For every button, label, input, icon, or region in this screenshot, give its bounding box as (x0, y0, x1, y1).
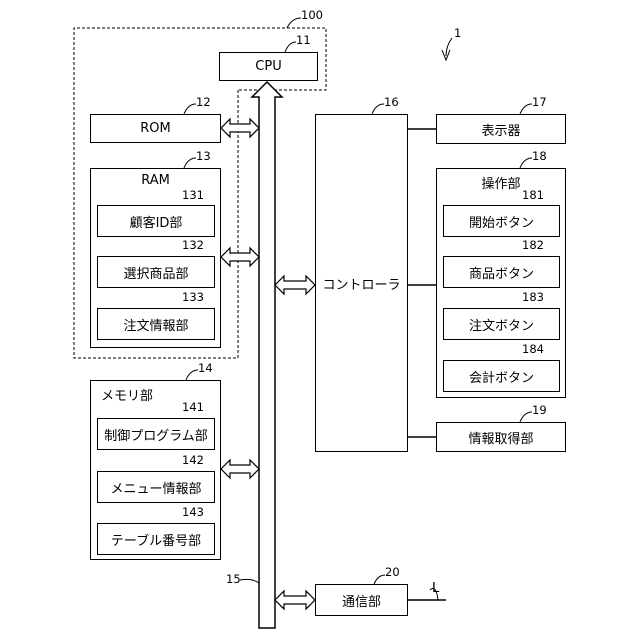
comm-bus-arrow (275, 591, 315, 609)
controller-block: コントローラ (315, 114, 408, 452)
operation-item-start-button: 開始ボタン (443, 205, 560, 237)
ref-info-acquire: 19 (532, 405, 547, 417)
ref-comm: 20 (385, 567, 400, 579)
ram-bus-arrow (221, 248, 259, 266)
ref-operation-item-2: 182 (522, 240, 544, 252)
info-acquire-block: 情報取得部 (436, 422, 566, 452)
rom-label: ROM (140, 121, 170, 136)
comm-block: 通信部 (315, 584, 408, 616)
ref-ram-item-3: 133 (182, 292, 204, 304)
ram-item-customer-id: 顧客ID部 (97, 205, 215, 237)
ref-memory-item-3: 143 (182, 507, 204, 519)
operation-item-order-button: 注文ボタン (443, 308, 560, 340)
memory-item-table-number: テーブル番号部 (97, 523, 215, 555)
memory-item-control-program: 制御プログラム部 (97, 418, 215, 450)
operation-label: 操作部 (437, 173, 565, 192)
controller-label: コントローラ (322, 274, 400, 293)
memory-bus-arrow (221, 460, 259, 478)
ram-item-order-info: 注文情報部 (97, 308, 215, 340)
ref-cpu: 11 (296, 35, 311, 47)
display-block: 表示器 (436, 114, 566, 144)
controller-bus-arrow (275, 276, 315, 294)
ref-ram-item-2: 132 (182, 240, 204, 252)
ram-item-selected-product: 選択商品部 (97, 256, 215, 288)
ref-bus: 15 (226, 574, 241, 586)
ram-label: RAM (91, 173, 220, 188)
ref-memory-item-2: 142 (182, 455, 204, 467)
operation-item-checkout-button: 会計ボタン (443, 360, 560, 392)
ref-ram-item-1: 131 (182, 190, 204, 202)
ref-ram: 13 (196, 151, 211, 163)
memory-label: メモリ部 (101, 385, 153, 404)
memory-item-menu-info: メニュー情報部 (97, 471, 215, 503)
ref-group: 100 (301, 10, 323, 22)
system-bus (252, 82, 282, 628)
ref-memory-item-1: 141 (182, 402, 204, 414)
ref-rom: 12 (196, 97, 211, 109)
cpu-block: CPU (219, 52, 318, 81)
ref-operation-item-3: 183 (522, 292, 544, 304)
rom-block: ROM (90, 114, 221, 143)
cpu-label: CPU (255, 59, 281, 74)
comm-line-label: L (432, 582, 439, 595)
operation-item-product-button: 商品ボタン (443, 256, 560, 288)
ref-operation-item-1: 181 (522, 190, 544, 202)
ref-controller: 16 (384, 97, 399, 109)
ref-operation: 18 (532, 151, 547, 163)
rom-bus-arrow (221, 119, 259, 137)
ref-memory: 14 (198, 363, 213, 375)
ref-display: 17 (532, 97, 547, 109)
ref-system: 1 (454, 28, 461, 40)
ref-operation-item-4: 184 (522, 344, 544, 356)
